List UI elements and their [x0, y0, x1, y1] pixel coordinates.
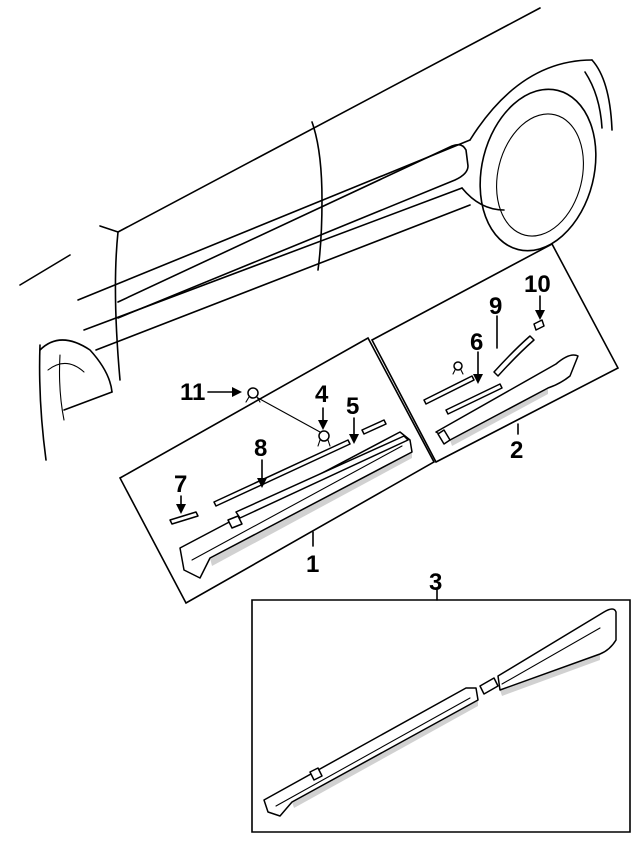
- moulding-part-6b: [423, 375, 475, 405]
- callout-5: 5: [346, 393, 359, 420]
- callout-1: 1: [306, 551, 319, 578]
- callout-11: 11: [180, 379, 205, 406]
- callout-3: 3: [429, 569, 442, 596]
- callout-10: 10: [524, 271, 551, 298]
- callout-9: 9: [489, 293, 502, 320]
- box-assembly-2: [370, 242, 620, 464]
- moulding-part-7: [169, 511, 199, 525]
- clip-part-4: [317, 430, 331, 447]
- vehicle-body-outline: [19, 7, 613, 461]
- moulding-part-6: [445, 383, 503, 415]
- clip-part-10: [533, 319, 545, 331]
- moulding-part-9: [493, 335, 535, 377]
- callout-labels: 1 2 3 4 5 6 7 8 9 10 11: [174, 271, 551, 596]
- rear-sill-part-2: [435, 354, 579, 446]
- callout-4: 4: [315, 381, 329, 408]
- callout-7: 7: [174, 471, 187, 498]
- clip-rear: [452, 361, 464, 375]
- moulding-part-5: [235, 435, 409, 519]
- callout-6: 6: [470, 329, 483, 356]
- box-assembly-3: [251, 589, 631, 833]
- rocker-panel-part-1: [179, 431, 413, 579]
- moulding-strip-part-8: [213, 439, 351, 507]
- moulding-upper-piece: [361, 419, 387, 435]
- clip-part-11: [245, 387, 261, 403]
- callout-8: 8: [254, 435, 267, 462]
- box-assembly-1: [118, 336, 436, 605]
- rocker-panel-part-3: [263, 608, 617, 817]
- callout-2: 2: [510, 437, 523, 464]
